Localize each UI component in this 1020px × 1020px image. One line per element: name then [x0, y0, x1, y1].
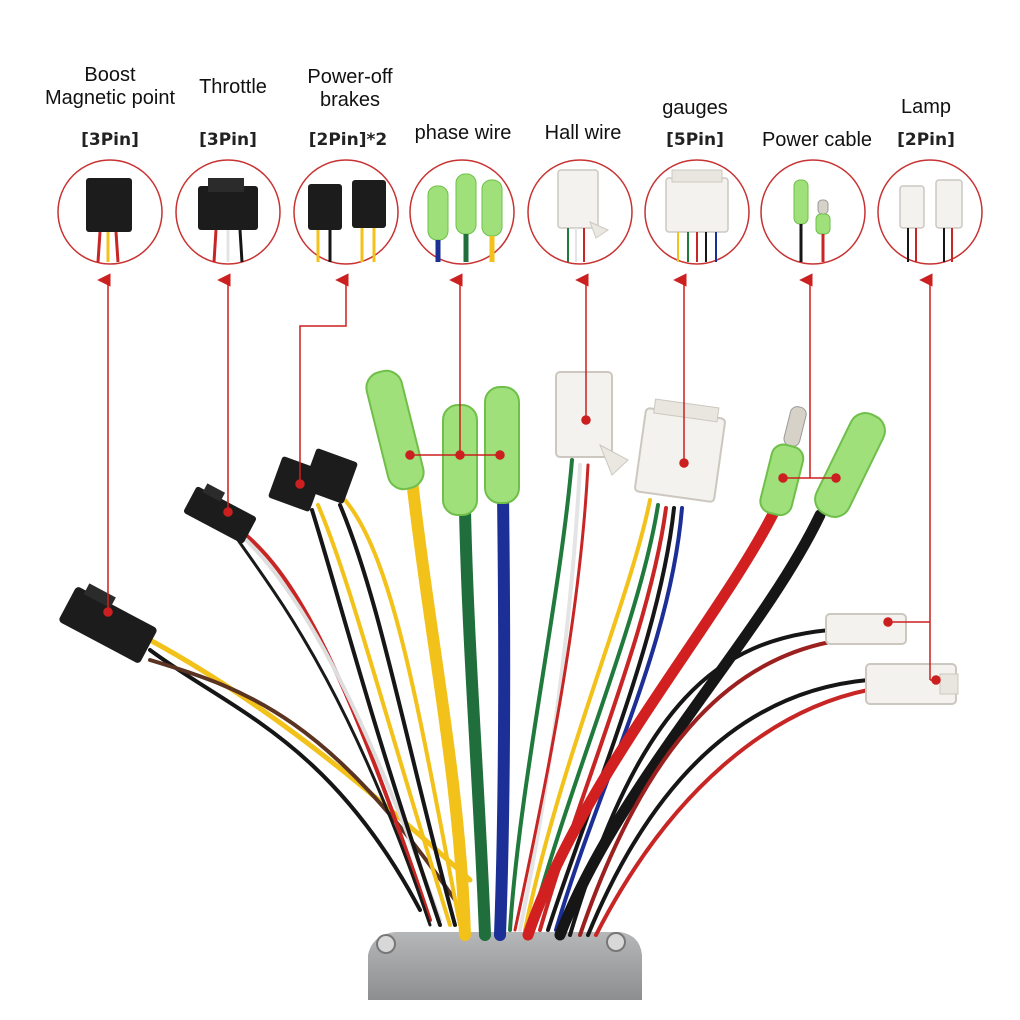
- wire-hall-red: [513, 463, 590, 932]
- gauges-connector: [634, 398, 726, 503]
- throttle-connector: [183, 483, 257, 544]
- wire-throttle-black: [236, 538, 432, 927]
- wire-brake-black-b: [338, 503, 457, 927]
- zoom-circle-gauges: [644, 159, 750, 265]
- boost-connector: [59, 583, 157, 663]
- housing-screw-left: [376, 934, 396, 954]
- hall-connector: [555, 371, 629, 476]
- pointer-lines: [97, 273, 941, 685]
- zoom-circle-hall: [527, 159, 633, 265]
- throttle-label: Throttle: [178, 76, 288, 99]
- boost-label: Boost Magnetic point: [30, 64, 190, 110]
- phase-connector-yellow: [365, 369, 425, 491]
- wire-power-red: [522, 504, 781, 941]
- pointer-dot-power-b: [831, 473, 841, 483]
- throttle-pin-count: [3Pin]: [199, 130, 257, 150]
- boost-label-line2: Magnetic point: [44, 87, 176, 109]
- wire-hall-green: [508, 458, 574, 932]
- brakes-label-line1: Power-off: [307, 66, 393, 88]
- brakes-label: Power-off brakes: [290, 66, 410, 112]
- brakes-pin-count: [2Pin]*2: [308, 130, 388, 150]
- phase-label: phase wire: [400, 122, 526, 145]
- gauges-pin-count: [5Pin]: [666, 130, 724, 150]
- wire-gauge-green: [528, 503, 660, 932]
- lamp-connector-b: [865, 663, 959, 705]
- pointer-dot-lamp-b: [931, 675, 941, 685]
- boost-label-line1: Boost: [84, 64, 136, 86]
- wire-phase-green: [459, 504, 491, 941]
- controller-housing: [368, 932, 642, 1000]
- power-connector-red: [759, 406, 807, 517]
- wire-brake-yellow-a: [316, 503, 452, 927]
- wire-boost-black: [148, 648, 422, 912]
- pointer-dot-phase-c: [495, 450, 505, 460]
- gauges-label-line1: gauges: [662, 97, 728, 119]
- pointer-dot-throttle: [223, 507, 233, 517]
- zoom-circles: [57, 159, 983, 265]
- power-label: Power cable: [744, 129, 890, 152]
- wire-hall-white: [518, 463, 582, 932]
- zoom-circle-power: [760, 159, 866, 265]
- brakes-label-line2: brakes: [319, 89, 381, 111]
- brake-connector-b: [302, 448, 358, 504]
- zoom-circle-phase: [409, 159, 515, 265]
- pointer-dot-phase-b: [455, 450, 465, 460]
- pointer-dot-phase-a: [405, 450, 415, 460]
- wire-gauge-blue: [554, 506, 684, 932]
- lamp-connector-a: [825, 613, 907, 645]
- pointer-dot-gauges: [679, 458, 689, 468]
- housing-screw-right: [606, 932, 626, 952]
- power-connector-black: [814, 412, 886, 518]
- wires: [147, 458, 870, 941]
- lamp-pin-count: [2Pin]: [897, 130, 955, 150]
- wire-lamp-black-a: [568, 628, 832, 937]
- gauges-label: gauges: [640, 97, 750, 120]
- pointer-brakes: [299, 273, 349, 484]
- lamp-label-line1: Lamp: [900, 96, 952, 118]
- pointer-dot-lamp-a: [883, 617, 893, 627]
- wire-lamp-red-a: [578, 640, 832, 937]
- wire-gauge-black: [546, 506, 676, 932]
- zoom-circle-brakes: [293, 159, 399, 265]
- phase-label-line1: phase wire: [414, 122, 512, 144]
- lamp-label: Lamp: [874, 96, 978, 119]
- pointer-dot-hall: [581, 415, 591, 425]
- pointer-dot-boost: [103, 607, 113, 617]
- hall-label: Hall wire: [528, 122, 638, 145]
- pointer-dot-power-a: [778, 473, 788, 483]
- pointer-dot-brakes: [295, 479, 305, 489]
- boost-pin-count: [3Pin]: [81, 130, 139, 150]
- zoom-circle-throttle: [175, 159, 281, 265]
- wire-lamp-black-b: [586, 678, 870, 937]
- zoom-circle-lamp: [877, 159, 983, 265]
- wire-gauge-yellow: [523, 498, 652, 932]
- hall-label-line1: Hall wire: [544, 122, 622, 144]
- zoom-circle-boost: [57, 159, 163, 265]
- wire-phase-yellow: [406, 474, 471, 941]
- throttle-label-line1: Throttle: [199, 76, 267, 98]
- wire-brake-black-a: [310, 508, 442, 927]
- power-label-line1: Power cable: [761, 129, 873, 151]
- wire-brake-yellow-b: [343, 498, 462, 927]
- wire-lamp-red-b: [594, 688, 870, 937]
- wire-phase-blue: [494, 489, 511, 941]
- phase-connector-blue: [484, 386, 520, 504]
